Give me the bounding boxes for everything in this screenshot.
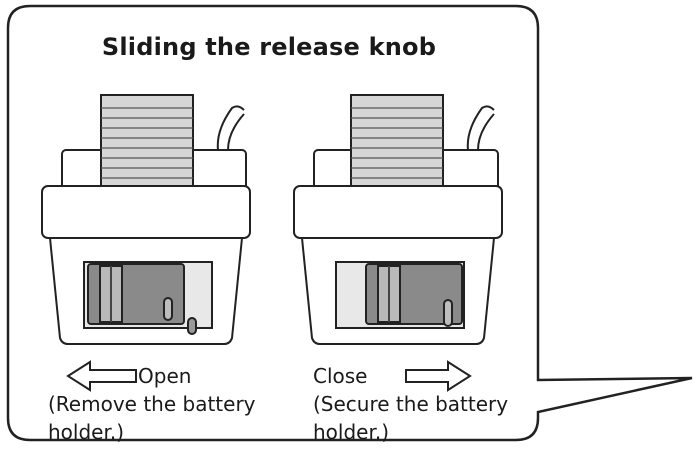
open-note-line2: holder.) [48,420,125,444]
diagram-title: Sliding the release knob [101,33,437,61]
device-close [293,94,503,345]
arrow-right-icon [405,360,472,392]
open-note-line1: (Remove the battery [48,392,256,416]
open-label: Open [138,364,192,388]
close-label: Close [313,364,368,388]
arrow-left-icon [66,360,137,392]
device-open [41,94,251,345]
close-note-line2: holder.) [313,420,390,444]
close-note-line1: (Secure the battery [313,392,509,416]
